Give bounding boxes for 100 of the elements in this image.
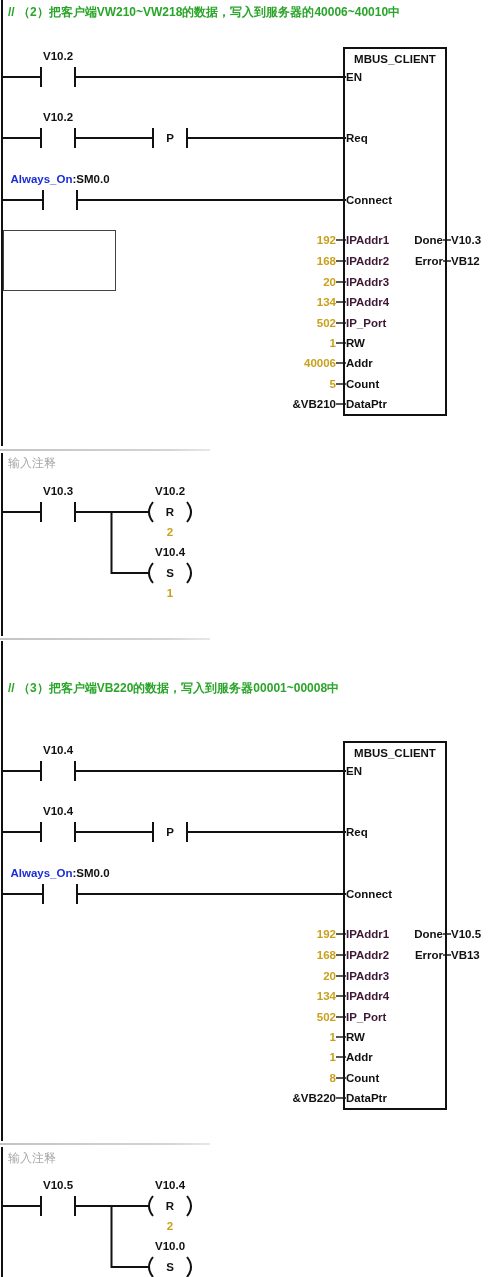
pin-label: IP_Port [346, 316, 387, 330]
wire [189, 137, 347, 139]
parameter-value: 192 [316, 927, 336, 941]
output-operand: VB13 [451, 948, 480, 962]
pin-label: Done [414, 233, 443, 247]
pin-label: IPAddr2 [346, 254, 390, 268]
coil-letter: S [166, 1260, 174, 1274]
normally-open-contact [38, 110, 78, 150]
pin-label: Connect [346, 193, 392, 207]
wire [335, 954, 347, 956]
wire [335, 1056, 347, 1058]
pin-label: EN [346, 70, 362, 84]
pin-label: Req [346, 131, 368, 145]
wire [77, 511, 146, 574]
pin-label: IPAddr3 [346, 969, 390, 983]
normally-open-contact [38, 484, 78, 524]
pin-label: Req [346, 825, 368, 839]
coil-letter: R [165, 1199, 175, 1213]
pin-label: IPAddr4 [346, 295, 390, 309]
normally-open-contact [38, 49, 78, 89]
wire [335, 362, 347, 364]
wire [2, 1205, 39, 1207]
wire [113, 199, 347, 201]
wire [77, 831, 151, 833]
wire [335, 1077, 347, 1079]
wire [335, 301, 347, 303]
pin-label: Connect [346, 887, 392, 901]
wire [442, 933, 452, 935]
pin-label: IPAddr4 [346, 989, 390, 1003]
normally-open-contact [38, 1178, 78, 1218]
coil-letter: S [166, 566, 174, 580]
normally-open-contact [38, 743, 78, 783]
parameter-value: 134 [316, 295, 336, 309]
wire [335, 260, 347, 262]
output-operand: VB12 [451, 254, 480, 268]
parameter-value: 192 [316, 233, 336, 247]
parameter-value: &VB210 [292, 397, 336, 411]
parameter-value: 1 [329, 1050, 336, 1064]
wire [2, 770, 39, 772]
coil-letter: R [165, 505, 175, 519]
block-title: MBUS_CLIENT [354, 746, 436, 760]
parameter-value: 1 [329, 1030, 336, 1044]
wire [442, 260, 452, 262]
wire [2, 76, 39, 78]
contact-address: Always_On:SM0.0 [10, 172, 110, 186]
contact-address: Always_On:SM0.0 [10, 866, 110, 880]
normally-open-contact [38, 804, 78, 844]
contact-address: V10.4 [42, 743, 74, 757]
network-comment: // （3）把客户端VB220的数据，写入到服务器00001~00008中 [8, 681, 340, 695]
wire [2, 831, 39, 833]
pin-label: Count [346, 1071, 380, 1085]
parameter-value: 168 [316, 254, 336, 268]
wire [335, 1097, 347, 1099]
pin-label: Count [346, 377, 380, 391]
pin-label: Addr [346, 1050, 373, 1064]
wire [2, 199, 7, 201]
block-title: MBUS_CLIENT [354, 52, 436, 66]
wire [442, 239, 452, 241]
output-operand: V10.5 [451, 927, 482, 941]
empty-box [3, 230, 116, 291]
pin-label: Error [414, 948, 443, 962]
normally-open-contact [6, 172, 114, 212]
wire [335, 383, 347, 385]
wire [442, 954, 452, 956]
coil-address: V10.4 [154, 545, 186, 559]
wire [335, 1036, 347, 1038]
contact-address: V10.3 [42, 484, 74, 498]
pin-label: IPAddr1 [346, 233, 390, 247]
output-operand: V10.3 [451, 233, 482, 247]
contact-address: V10.2 [42, 49, 74, 63]
pin-label: RW [346, 336, 365, 350]
wire [77, 137, 151, 139]
parameter-value: 5 [329, 377, 336, 391]
pin-label: DataPtr [346, 1091, 387, 1105]
wire [189, 831, 347, 833]
wire [113, 893, 347, 895]
wire [2, 511, 39, 513]
function-block [343, 47, 447, 416]
contact-letter: P [166, 825, 174, 839]
wire [335, 1016, 347, 1018]
pin-label: IPAddr3 [346, 275, 390, 289]
wire [335, 975, 347, 977]
normally-open-contact [6, 866, 114, 906]
pin-label: IPAddr2 [346, 948, 390, 962]
wire [335, 933, 347, 935]
network-comment: // （2）把客户端VW210~VW218的数据，写入到服务器的40006~40010中 [8, 5, 401, 19]
wire [2, 893, 7, 895]
pin-label: Done [414, 927, 443, 941]
wire [2, 137, 39, 139]
wire [77, 770, 347, 772]
contact-address: V10.4 [42, 804, 74, 818]
pin-label: DataPtr [346, 397, 387, 411]
coil-address: V10.0 [154, 1239, 186, 1253]
wire [335, 239, 347, 241]
comment-field: 输入注释 [4, 1149, 204, 1169]
parameter-value: 8 [329, 1071, 336, 1085]
wire [77, 1205, 146, 1268]
wire [335, 342, 347, 344]
contact-address: V10.2 [42, 110, 74, 124]
pin-label: Addr [346, 356, 373, 370]
